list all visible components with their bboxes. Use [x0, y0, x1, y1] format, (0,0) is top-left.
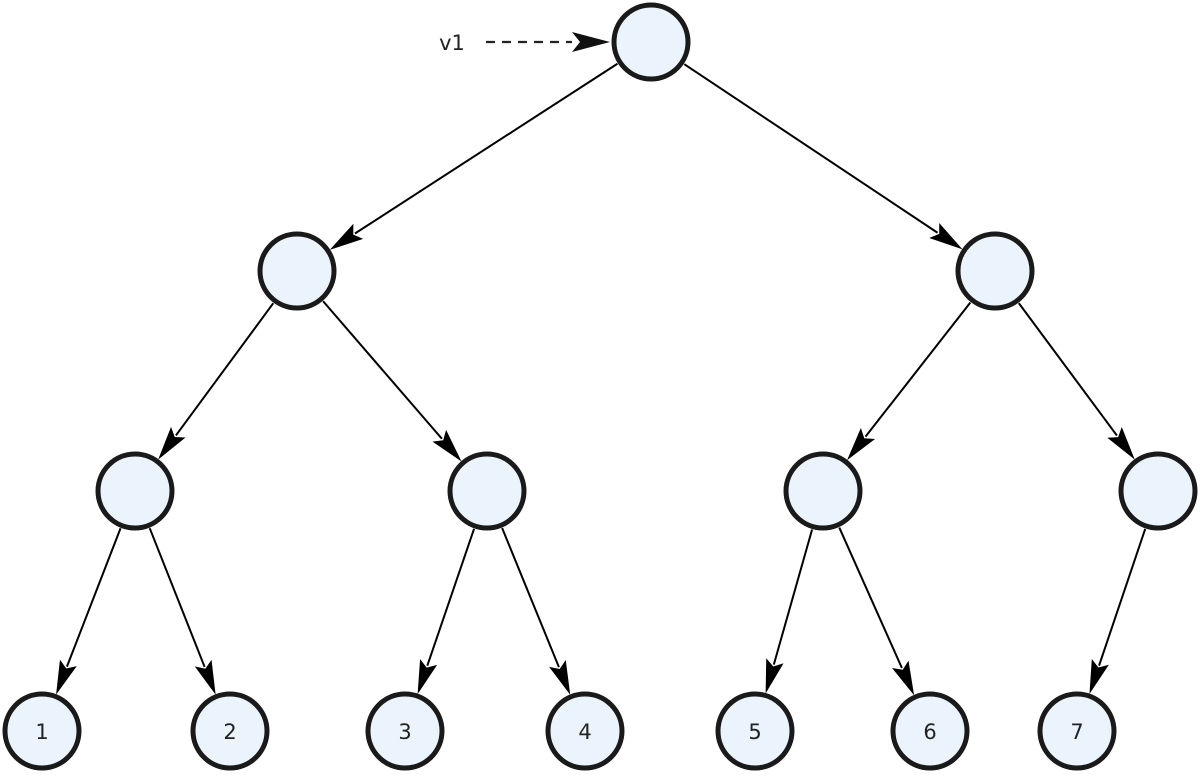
pointer-layer: v1 [439, 31, 610, 55]
node-label: 6 [923, 720, 936, 744]
node-circle [1118, 451, 1198, 531]
tree-node-n5: 5 [715, 691, 795, 771]
arrowhead-icon [56, 659, 77, 695]
tree-node-n4: 4 [545, 691, 625, 771]
edge-root-a [354, 62, 618, 235]
node-circle [890, 691, 970, 771]
arrowhead-icon [432, 429, 462, 462]
node-circle [955, 231, 1035, 311]
arrowhead-icon [847, 427, 876, 461]
edge-c-n1 [65, 527, 122, 668]
edge-b-e [864, 301, 972, 438]
node-label: 7 [1070, 720, 1083, 744]
node-label: 4 [578, 720, 591, 744]
arrowhead-icon [1107, 426, 1135, 460]
pointer-arrowhead-icon [572, 32, 610, 52]
tree-node-b [955, 231, 1035, 311]
tree-node-f [1118, 451, 1198, 531]
edge-f-n7 [1098, 528, 1147, 666]
edges-layer [56, 62, 1147, 696]
node-circle [447, 451, 527, 531]
node-circle [95, 451, 175, 531]
node-label: 5 [748, 720, 761, 744]
tree-node-n2: 2 [190, 691, 270, 771]
edge-e-n5 [772, 529, 814, 665]
edge-a-d [322, 300, 443, 440]
edge-d-n4 [501, 527, 560, 668]
arrowhead-icon [929, 223, 963, 250]
pointer-label: v1 [439, 31, 465, 55]
edge-b-f [1018, 302, 1118, 437]
node-circle [365, 691, 445, 771]
node-circle [715, 691, 795, 771]
tree-node-n7: 7 [1037, 691, 1117, 771]
node-circle [611, 2, 691, 82]
node-circle [2, 691, 82, 771]
node-circle [783, 451, 863, 531]
tree-node-c [95, 451, 175, 531]
arrowhead-icon [158, 426, 186, 460]
edge-e-n6 [838, 527, 903, 669]
arrowhead-icon [194, 659, 216, 695]
edge-root-b [683, 63, 939, 234]
edge-d-n3 [426, 528, 476, 667]
node-label: 2 [223, 720, 236, 744]
node-label: 1 [35, 720, 48, 744]
node-label: 3 [398, 720, 411, 744]
arrowhead-icon [329, 223, 364, 250]
tree-node-e [783, 451, 863, 531]
arrowhead-icon [417, 659, 438, 695]
edge-c-n2 [148, 527, 206, 668]
arrowhead-icon [892, 660, 915, 696]
node-circle [257, 231, 337, 311]
arrowhead-icon [549, 660, 571, 695]
arrowhead-icon [765, 658, 784, 694]
node-circle [1037, 691, 1117, 771]
tree-node-a [257, 231, 337, 311]
tree-node-n1: 1 [2, 691, 82, 771]
tree-node-d [447, 451, 527, 531]
tree-node-n6: 6 [890, 691, 970, 771]
tree-node-n3: 3 [365, 691, 445, 771]
tree-node-root [611, 2, 691, 82]
edge-a-c [175, 302, 275, 437]
arrowhead-icon [1089, 658, 1109, 695]
node-circle [545, 691, 625, 771]
node-circle [190, 691, 270, 771]
